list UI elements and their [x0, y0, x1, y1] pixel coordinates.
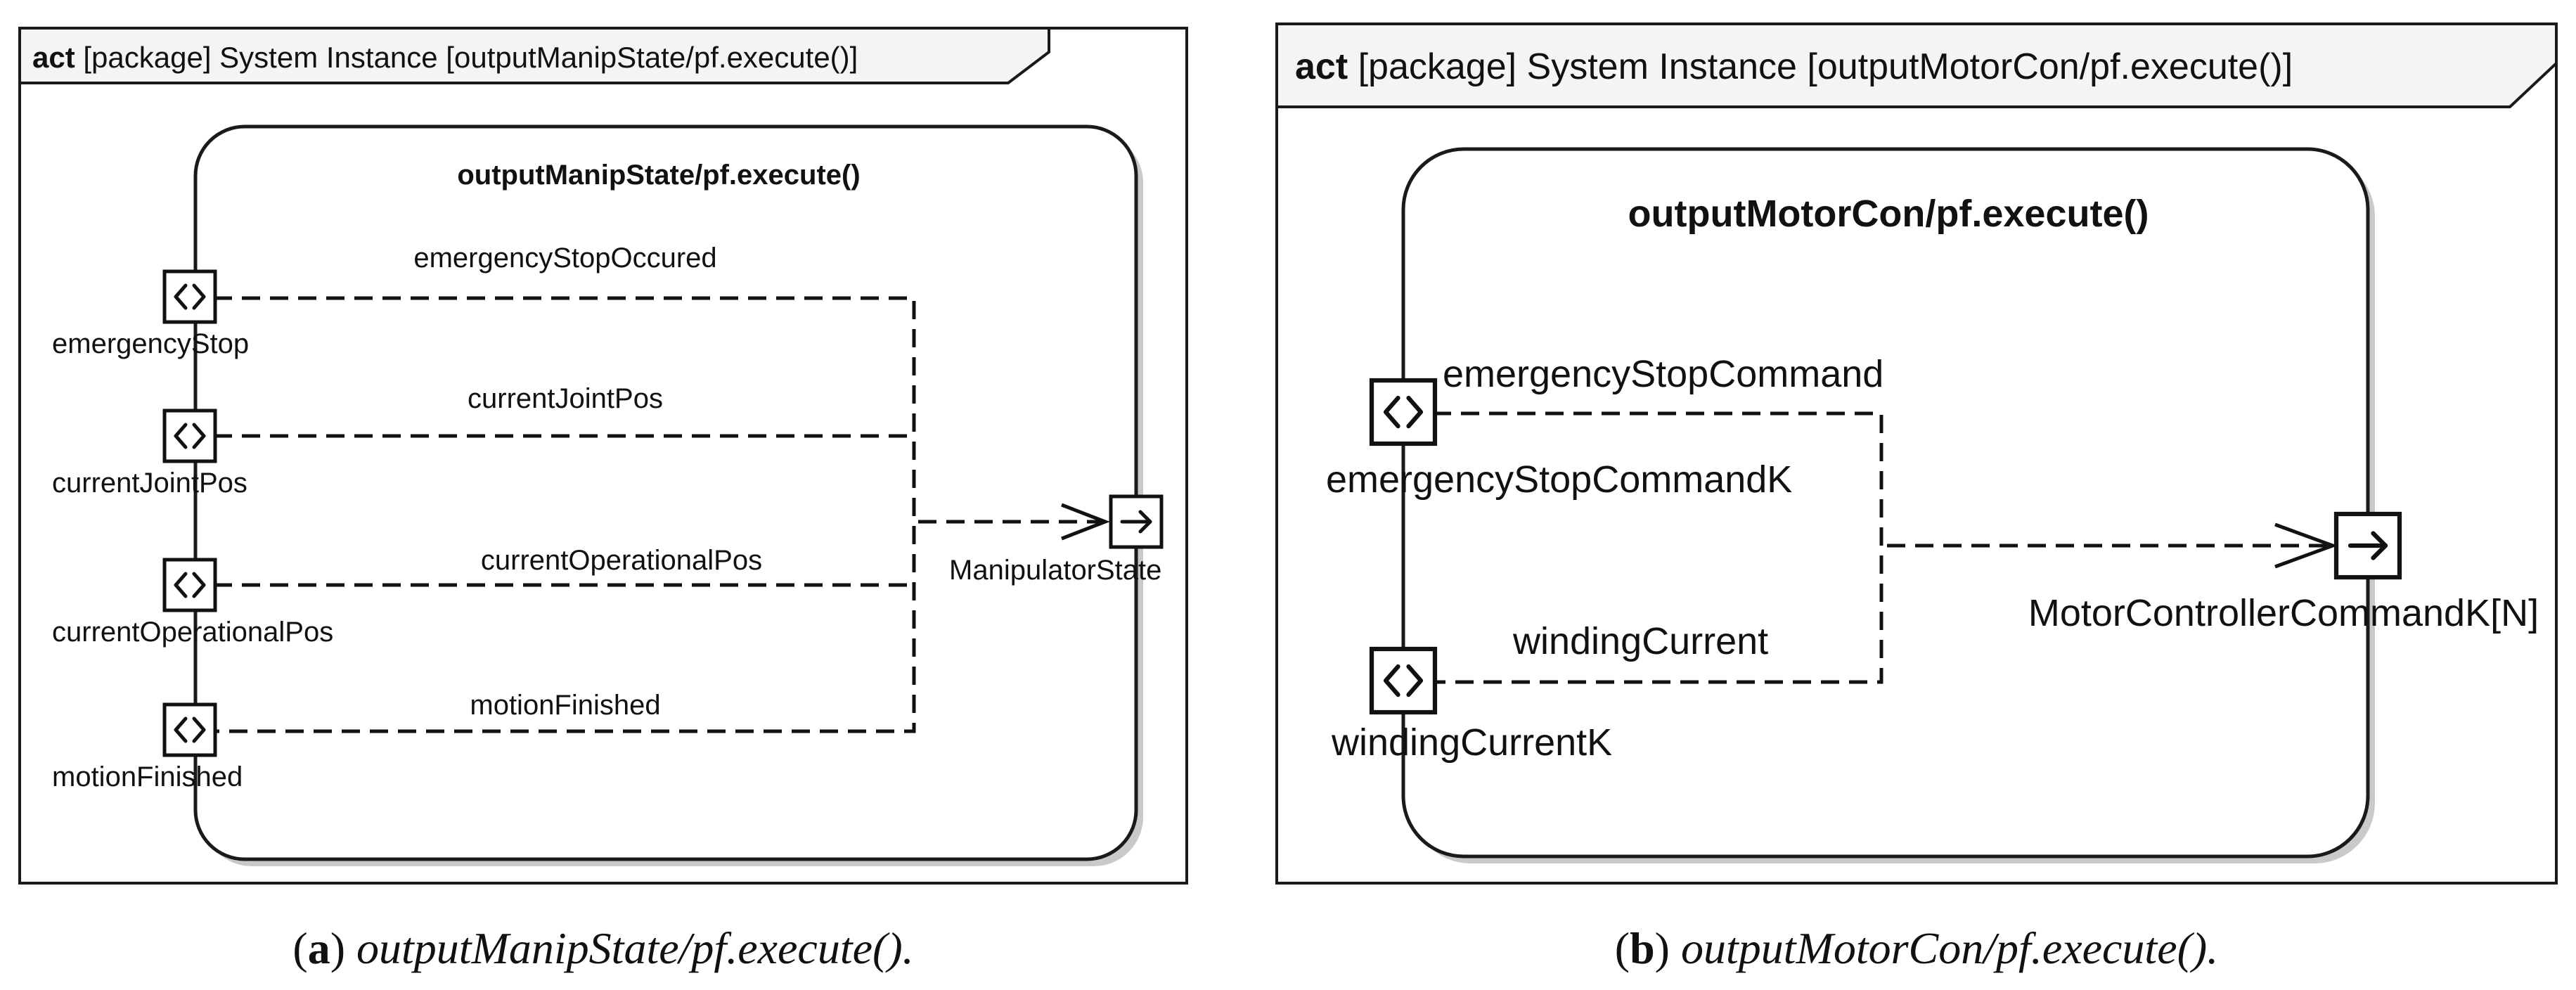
- caption-b: (b) outputMotorCon/pf.execute().: [1615, 923, 2218, 973]
- flow-label-winding-current: windingCurrent: [1512, 620, 1768, 662]
- pin-emergency-stop: emergencyStop: [52, 271, 249, 359]
- pin-label-motor-controller-command-k: MotorControllerCommandK[N]: [2028, 592, 2539, 634]
- bidirectional-pin-icon: [1372, 380, 1435, 444]
- pin-label-emergency-stop: emergencyStop: [52, 328, 249, 359]
- bidirectional-pin-icon: [1372, 649, 1435, 712]
- panel-b-header: act [package] System Instance [outputMot…: [1295, 46, 2293, 87]
- caption-a-text: outputManipState/pf.execute().: [356, 923, 914, 973]
- pin-label-winding-current-k: windingCurrentK: [1331, 721, 1612, 764]
- flow-label-motion-finished: motionFinished: [470, 690, 660, 721]
- pin-current-joint-pos: currentJointPos: [52, 411, 247, 499]
- pin-current-operational-pos: currentOperationalPos: [52, 560, 333, 648]
- panel-a-activity-title: outputManipState/pf.execute(): [457, 160, 860, 191]
- flow-label-current-operational-pos: currentOperationalPos: [481, 545, 762, 576]
- pin-motor-controller-command-k: MotorControllerCommandK[N]: [2028, 514, 2539, 634]
- pin-label-manipulator-state: ManipulatorState: [949, 555, 1161, 586]
- pin-motion-finished: motionFinished: [52, 705, 243, 792]
- panel-b-flow-bracket: [1433, 411, 1883, 684]
- panel-a-header-text: [package] System Instance [outputManipSt…: [75, 41, 858, 74]
- panel-a-header-keyword: act: [32, 41, 75, 74]
- panel-a-activity: outputManipState/pf.execute(): [193, 124, 1143, 866]
- pin-winding-current-k: windingCurrentK: [1331, 649, 1612, 764]
- pin-emergency-stop-command-k: emergencyStopCommandK: [1326, 380, 1792, 501]
- panel-b-flow-arrowhead: [2274, 522, 2338, 569]
- flow-label-emergency-stop-occured: emergencyStopOccured: [413, 243, 716, 274]
- panel-b-activity-title: outputMotorCon/pf.execute(): [1628, 193, 2149, 235]
- output-pin-arrow-icon: [2336, 514, 2400, 577]
- panel-b-flows: [1433, 411, 2338, 684]
- panel-b-header-text: [package] System Instance [outputMotorCo…: [1348, 46, 2293, 87]
- caption-a-letter: a: [308, 923, 330, 973]
- bidirectional-pin-icon: [165, 705, 215, 755]
- pin-label-current-operational-pos: currentOperationalPos: [52, 617, 333, 648]
- output-pin-arrow-icon: [1111, 496, 1161, 547]
- panel-a-flows: [214, 296, 1112, 733]
- bidirectional-pin-icon: [165, 411, 215, 461]
- flow-label-current-joint-pos: currentJointPos: [468, 383, 663, 414]
- pin-label-motion-finished: motionFinished: [52, 761, 243, 792]
- pin-label-current-joint-pos: currentJointPos: [52, 468, 247, 499]
- flow-label-emergency-stop-command: emergencyStopCommand: [1443, 353, 1883, 395]
- pin-label-emergency-stop-command-k: emergencyStopCommandK: [1326, 458, 1792, 501]
- caption-a: (a) outputManipState/pf.execute().: [292, 923, 913, 973]
- panel-a-flow-arrowhead: [1061, 503, 1110, 541]
- pin-manipulator-state: ManipulatorState: [949, 496, 1161, 586]
- caption-b-text: outputMotorCon/pf.execute().: [1681, 923, 2218, 973]
- panel-b-activity: outputMotorCon/pf.execute(): [1401, 147, 2375, 863]
- panel-b-header-keyword: act: [1295, 46, 1348, 87]
- panel-a-flow-bracket: [214, 296, 916, 733]
- bidirectional-pin-icon: [165, 560, 215, 610]
- caption-b-letter: b: [1630, 923, 1655, 973]
- panel-a-header: act [package] System Instance [outputMan…: [32, 41, 858, 74]
- bidirectional-pin-icon: [165, 271, 215, 322]
